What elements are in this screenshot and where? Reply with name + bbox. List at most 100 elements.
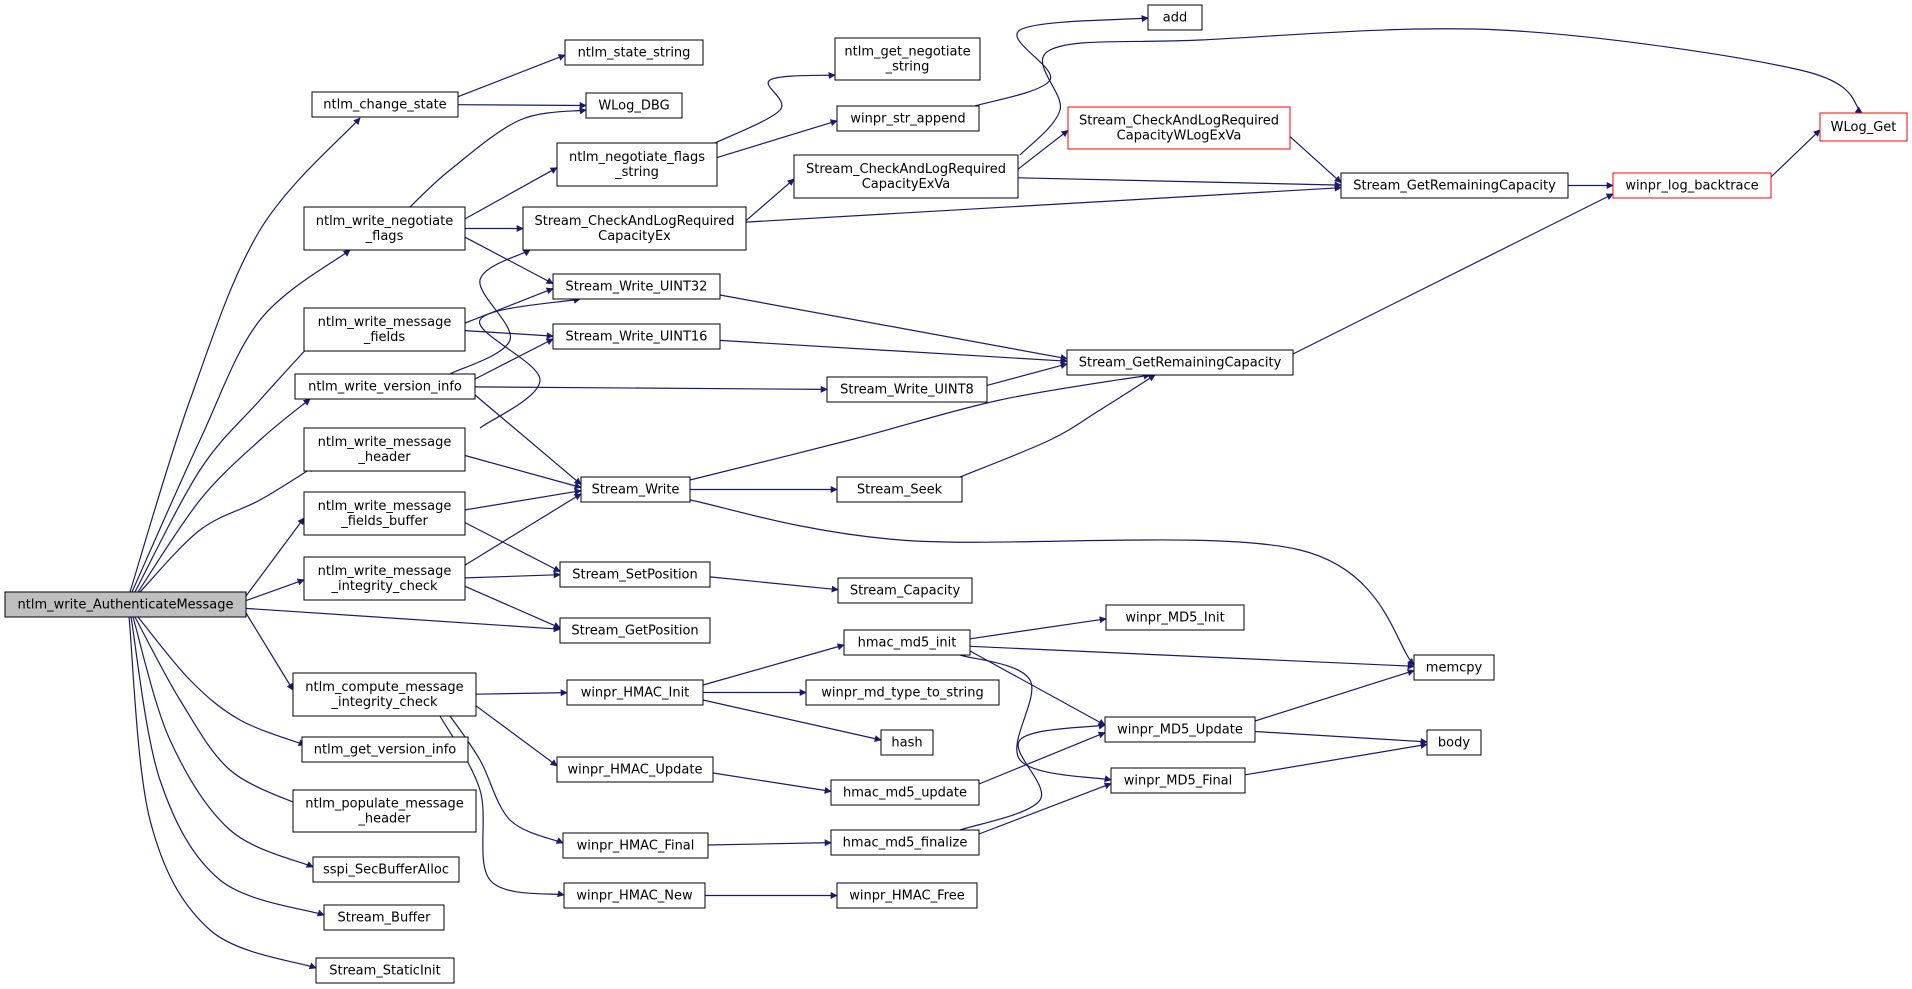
node-box bbox=[564, 39, 704, 66]
node-box bbox=[563, 882, 706, 909]
node-md5-final[interactable]: winpr_MD5_Final bbox=[1110, 767, 1246, 794]
edge-write_version_info-to-cc_ex bbox=[449, 249, 531, 375]
node-hmac-init[interactable]: winpr_HMAC_Init bbox=[566, 679, 704, 706]
node-w-uint8[interactable]: Stream_Write_UINT8 bbox=[826, 376, 988, 403]
edge-write_neg_flags-to-w_uint32 bbox=[464, 236, 554, 285]
node-root[interactable]: ntlm_write_AuthenticateMessage bbox=[4, 591, 247, 618]
node-hmac-md5-init[interactable]: hmac_md5_init bbox=[843, 629, 971, 656]
edge-md5_final-to-body bbox=[1244, 741, 1428, 776]
node-write-version-info[interactable]: ntlm_write_version_info bbox=[294, 373, 476, 400]
edge-root-to-write_msg_header bbox=[139, 465, 316, 593]
node-stream-write[interactable]: Stream_Write bbox=[580, 476, 691, 503]
node-hmac-new[interactable]: winpr_HMAC_New bbox=[563, 882, 706, 909]
node-box bbox=[559, 561, 711, 588]
node-box bbox=[556, 756, 714, 783]
node-add[interactable]: add bbox=[1147, 4, 1203, 31]
node-populate-header[interactable]: ntlm_populate_message_header bbox=[292, 789, 477, 833]
node-stream-buffer[interactable]: Stream_Buffer bbox=[323, 904, 445, 931]
edge-write_neg_flags-to-neg_flags_string bbox=[464, 167, 558, 220]
node-label: winpr_md_type_to_string bbox=[821, 686, 983, 701]
node-hash[interactable]: hash bbox=[880, 729, 934, 756]
node-hmac-free[interactable]: winpr_HMAC_Free bbox=[836, 882, 978, 909]
node-md5-update[interactable]: winpr_MD5_Update bbox=[1104, 716, 1256, 743]
node-write-neg-flags[interactable]: ntlm_write_negotiate_flags bbox=[303, 206, 466, 251]
node-body[interactable]: body bbox=[1426, 729, 1482, 756]
node-label: ntlm_write_AuthenticateMessage bbox=[18, 598, 234, 613]
node-wlog-get[interactable]: WLog_Get bbox=[1819, 112, 1908, 142]
node-hmac-md5-finalize[interactable]: hmac_md5_finalize bbox=[830, 829, 980, 856]
node-label: winpr_HMAC_Free bbox=[849, 889, 964, 904]
node-memcpy[interactable]: memcpy bbox=[1413, 654, 1495, 681]
node-label: ntlm_negotiate_flags bbox=[569, 150, 705, 165]
edge-write_fields_buffer-to-stream_write bbox=[464, 488, 582, 511]
node-remcap2[interactable]: Stream_GetRemainingCapacity bbox=[1066, 349, 1294, 376]
node-write-msg-fields[interactable]: ntlm_write_message_fields bbox=[303, 307, 466, 352]
edge-root-to-compute_integrity bbox=[245, 612, 294, 691]
node-compute-integrity[interactable]: ntlm_compute_message_integrity_check bbox=[292, 672, 477, 717]
node-static-init[interactable]: Stream_StaticInit bbox=[315, 957, 455, 984]
node-box bbox=[552, 323, 721, 350]
node-cc-wlogexva[interactable]: Stream_CheckAndLogRequiredCapacityWLogEx… bbox=[1067, 106, 1291, 150]
node-box bbox=[880, 729, 934, 756]
node-label: Stream_CheckAndLogRequired bbox=[806, 162, 1006, 177]
node-label: CapacityExVa bbox=[862, 177, 951, 192]
edge-compute_integrity-to-hmac_init bbox=[475, 689, 568, 697]
node-label: ntlm_populate_message bbox=[305, 797, 463, 812]
node-change-state[interactable]: ntlm_change_state bbox=[311, 91, 459, 118]
node-label: winpr_log_backtrace bbox=[1625, 179, 1758, 194]
node-box bbox=[1104, 716, 1256, 743]
edge-hmac_md5_update-to-md5_update bbox=[978, 731, 1106, 785]
edge-root-to-secbuf_alloc bbox=[132, 616, 314, 868]
node-label: hmac_md5_finalize bbox=[843, 836, 968, 851]
edge-neg_flags_string-to-str_append bbox=[716, 119, 838, 159]
node-str-append[interactable]: winpr_str_append bbox=[836, 105, 980, 132]
node-w-uint16[interactable]: Stream_Write_UINT16 bbox=[552, 323, 721, 350]
node-w-uint32[interactable]: Stream_Write_UINT32 bbox=[552, 273, 721, 300]
node-state-string[interactable]: ntlm_state_string bbox=[564, 39, 704, 66]
node-stream-seek[interactable]: Stream_Seek bbox=[836, 476, 963, 503]
node-wlog-dbg[interactable]: WLog_DBG bbox=[585, 92, 683, 119]
node-hmac-final[interactable]: winpr_HMAC_Final bbox=[562, 832, 709, 859]
node-neg-flags-string[interactable]: ntlm_negotiate_flags_string bbox=[556, 142, 718, 187]
node-md-type-string[interactable]: winpr_md_type_to_string bbox=[805, 679, 1000, 706]
edge-cc_exva-to-remcap1 bbox=[1017, 177, 1342, 189]
edge-write_msg_fields-to-w_uint16 bbox=[464, 330, 554, 340]
node-label: Stream_Write_UINT16 bbox=[566, 330, 708, 345]
node-box bbox=[1147, 4, 1203, 31]
node-set-position[interactable]: Stream_SetPosition bbox=[559, 561, 711, 588]
edge-hmac_md5_init-to-md5_update bbox=[969, 650, 1106, 726]
node-hmac-update[interactable]: winpr_HMAC_Update bbox=[556, 756, 714, 783]
node-box bbox=[562, 832, 709, 859]
edge-cc_ex-to-cc_exva bbox=[745, 178, 795, 222]
node-write-msg-header[interactable]: ntlm_write_message_header bbox=[303, 427, 466, 472]
node-label: Stream_CheckAndLogRequired bbox=[535, 214, 735, 229]
node-label: winpr_MD5_Init bbox=[1125, 611, 1224, 626]
edge-write_integrity-to-get_position bbox=[464, 585, 561, 629]
node-label: Stream_Buffer bbox=[338, 911, 432, 926]
node-box bbox=[843, 629, 971, 656]
node-remcap1[interactable]: Stream_GetRemainingCapacity bbox=[1340, 172, 1569, 199]
node-label: add bbox=[1163, 11, 1187, 26]
node-hmac-md5-update[interactable]: hmac_md5_update bbox=[830, 779, 980, 806]
node-box bbox=[837, 577, 973, 604]
node-log-backtrace[interactable]: winpr_log_backtrace bbox=[1612, 172, 1772, 199]
node-label: winpr_HMAC_New bbox=[576, 889, 693, 904]
node-write-integrity[interactable]: ntlm_write_message_integrity_check bbox=[303, 556, 466, 601]
node-label: _header bbox=[357, 812, 411, 827]
edge-md5_update-to-memcpy bbox=[1254, 669, 1415, 722]
node-get-version-info[interactable]: ntlm_get_version_info bbox=[301, 736, 469, 763]
edge-write_integrity-to-set_position bbox=[464, 571, 561, 579]
node-secbuf-alloc[interactable]: sspi_SecBufferAlloc bbox=[312, 856, 460, 883]
node-label: CapacityWLogExVa bbox=[1117, 129, 1242, 144]
node-get-position[interactable]: Stream_GetPosition bbox=[559, 617, 711, 644]
node-get-neg-string[interactable]: ntlm_get_negotiate_string bbox=[834, 37, 981, 81]
node-md5-init[interactable]: winpr_MD5_Init bbox=[1105, 604, 1245, 631]
node-write-fields-buffer[interactable]: ntlm_write_message_fields_buffer bbox=[303, 491, 466, 536]
node-capacity[interactable]: Stream_Capacity bbox=[837, 577, 973, 604]
node-label: WLog_DBG bbox=[598, 99, 669, 114]
node-box bbox=[303, 307, 466, 352]
edge-root-to-get_position bbox=[245, 607, 561, 633]
